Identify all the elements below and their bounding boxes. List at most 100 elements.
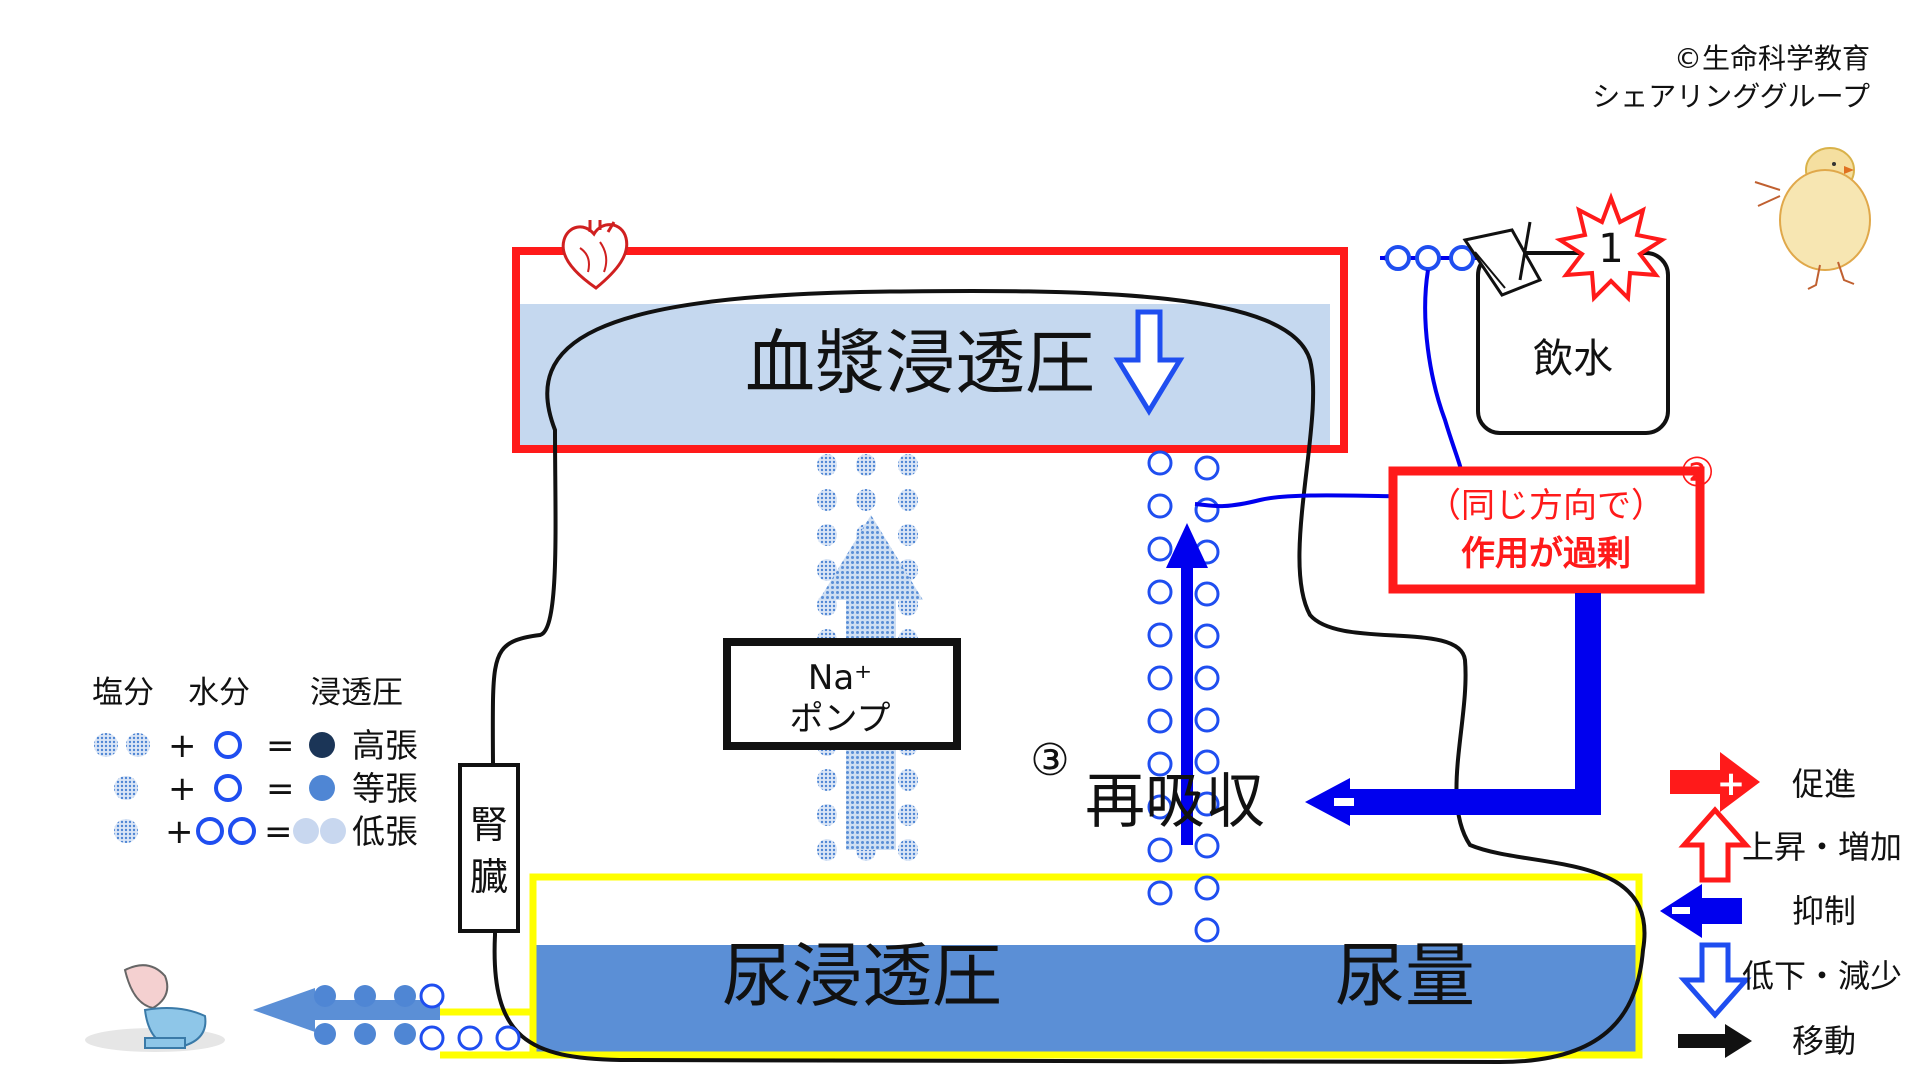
water-circle (1194, 707, 1220, 733)
na-pump-label-2: ポンプ (790, 699, 891, 739)
water-circle (1194, 875, 1220, 901)
water-circle (1449, 245, 1475, 271)
water-circle (419, 1025, 445, 1051)
na-pump-box: Na⁺ ポンプ (723, 638, 961, 750)
reabsorption-marker: ③ (1030, 735, 1069, 786)
water-circle (495, 1025, 521, 1051)
salt-dot (817, 454, 837, 476)
water-circle (1147, 493, 1173, 519)
salt-dot (94, 733, 118, 757)
inhibition-arrow (1305, 593, 1601, 826)
na-pump-label-1: Na⁺ (808, 658, 872, 698)
water-circle (1147, 794, 1173, 820)
salt-dot (114, 776, 138, 800)
legend-plus: + (165, 812, 194, 852)
water-circle (457, 1025, 483, 1051)
water-circle (1385, 245, 1411, 271)
water-circle (1147, 751, 1173, 777)
salt-dot (817, 804, 837, 826)
water-circle (1147, 579, 1173, 605)
promote-symbol: + (1717, 764, 1746, 804)
salt-dot (856, 489, 876, 511)
water-circle (1194, 497, 1220, 523)
legend-move: 移動 (1792, 1022, 1856, 1060)
water-circle (228, 817, 256, 845)
hypotonic-dot (320, 818, 346, 844)
excess-action-box: （同じ方向で） 作用が過剰 ② (1388, 450, 1715, 594)
legend-plus: + (168, 726, 197, 766)
water-circle (1147, 622, 1173, 648)
legend-equals: = (264, 812, 293, 852)
kidney-label-box: 腎 臓 (458, 763, 520, 933)
plasma-compartment: 血漿浸透圧 (512, 247, 1348, 453)
excess-line-1: （同じ方向で） (1427, 486, 1665, 526)
cup-icon (1462, 221, 1543, 297)
water-circle (1194, 833, 1220, 859)
water-circles-column (1147, 450, 1220, 943)
isotonic-dot (309, 775, 335, 801)
water-circle (1147, 880, 1173, 906)
urine-volume-label: 尿量 (1335, 935, 1475, 1017)
legend-decrease: 低下・減少 (1742, 957, 1902, 995)
water-circle (1147, 450, 1173, 476)
water-circle (1194, 455, 1220, 481)
decrease-arrow-icon (1678, 942, 1752, 1019)
water-circle (419, 983, 445, 1009)
water-circle (1147, 665, 1173, 691)
copyright-line-2: シェアリンググループ (1592, 80, 1870, 113)
legend-equals: = (266, 769, 295, 809)
legend-equals: = (266, 726, 295, 766)
hypotonic-dot (293, 818, 319, 844)
inhibit-arrow-icon (1660, 884, 1742, 938)
excess-line-2: 作用が過剰 (1461, 534, 1631, 574)
kidney-label-2: 臓 (470, 855, 508, 899)
kidney-outline (490, 288, 1647, 1065)
legend-header-osmotic: 浸透圧 (310, 675, 403, 711)
water-circle (1194, 665, 1220, 691)
reabsorption-label: 再吸収 (1085, 767, 1265, 837)
legend-label-hypertonic: 高張 (352, 726, 418, 765)
legend-header-water: 水分 (188, 675, 250, 711)
water-circle (1194, 623, 1220, 649)
toilet-icon (85, 964, 225, 1052)
legend-label-hypotonic: 低張 (352, 812, 418, 851)
water-circle (1194, 749, 1220, 775)
salt-dot (817, 769, 837, 791)
salt-dot (898, 454, 918, 476)
water-circle (214, 731, 242, 759)
salt-dot (898, 524, 918, 546)
isotonic-dot (354, 985, 376, 1007)
salt-dot (898, 839, 918, 861)
isotonic-dot (314, 1023, 336, 1045)
water-circle (196, 817, 224, 845)
water-circle (1194, 791, 1220, 817)
legend-label-isotonic: 等張 (352, 769, 418, 808)
water-circle (1147, 708, 1173, 734)
move-arrow-icon (1678, 1024, 1752, 1058)
salt-dot (817, 489, 837, 511)
salt-dot (898, 769, 918, 791)
isotonic-dot (314, 985, 336, 1007)
hypertonic-dot (309, 732, 335, 758)
heart-icon (561, 220, 629, 290)
water-reabsorption-up-arrow (1166, 523, 1208, 845)
urine-osmotic-label: 尿浸透圧 (722, 935, 1002, 1017)
water-circle (1194, 917, 1220, 943)
isotonic-dot (394, 1023, 416, 1045)
salt-dot (856, 454, 876, 476)
salt-dot (817, 559, 837, 581)
legend-plus: + (168, 769, 197, 809)
legend-inhibit: 抑制 (1792, 892, 1856, 930)
starburst-marker: 1 (1598, 226, 1623, 272)
promote-arrow-icon (1670, 752, 1760, 812)
isotonic-dot (354, 1023, 376, 1045)
excess-marker: ② (1679, 450, 1715, 496)
starburst-icon: 1 (1554, 192, 1668, 303)
arrow-legend: + 促進 上昇・増加 抑制 低下・減少 移動 (1660, 752, 1902, 1060)
kidney-label: 腎 (470, 803, 508, 847)
excretion-flow (253, 983, 521, 1051)
plasma-decrease-arrow (1113, 309, 1185, 416)
drinking-label: 飲水 (1533, 336, 1613, 382)
legend-promote: 促進 (1792, 765, 1856, 803)
